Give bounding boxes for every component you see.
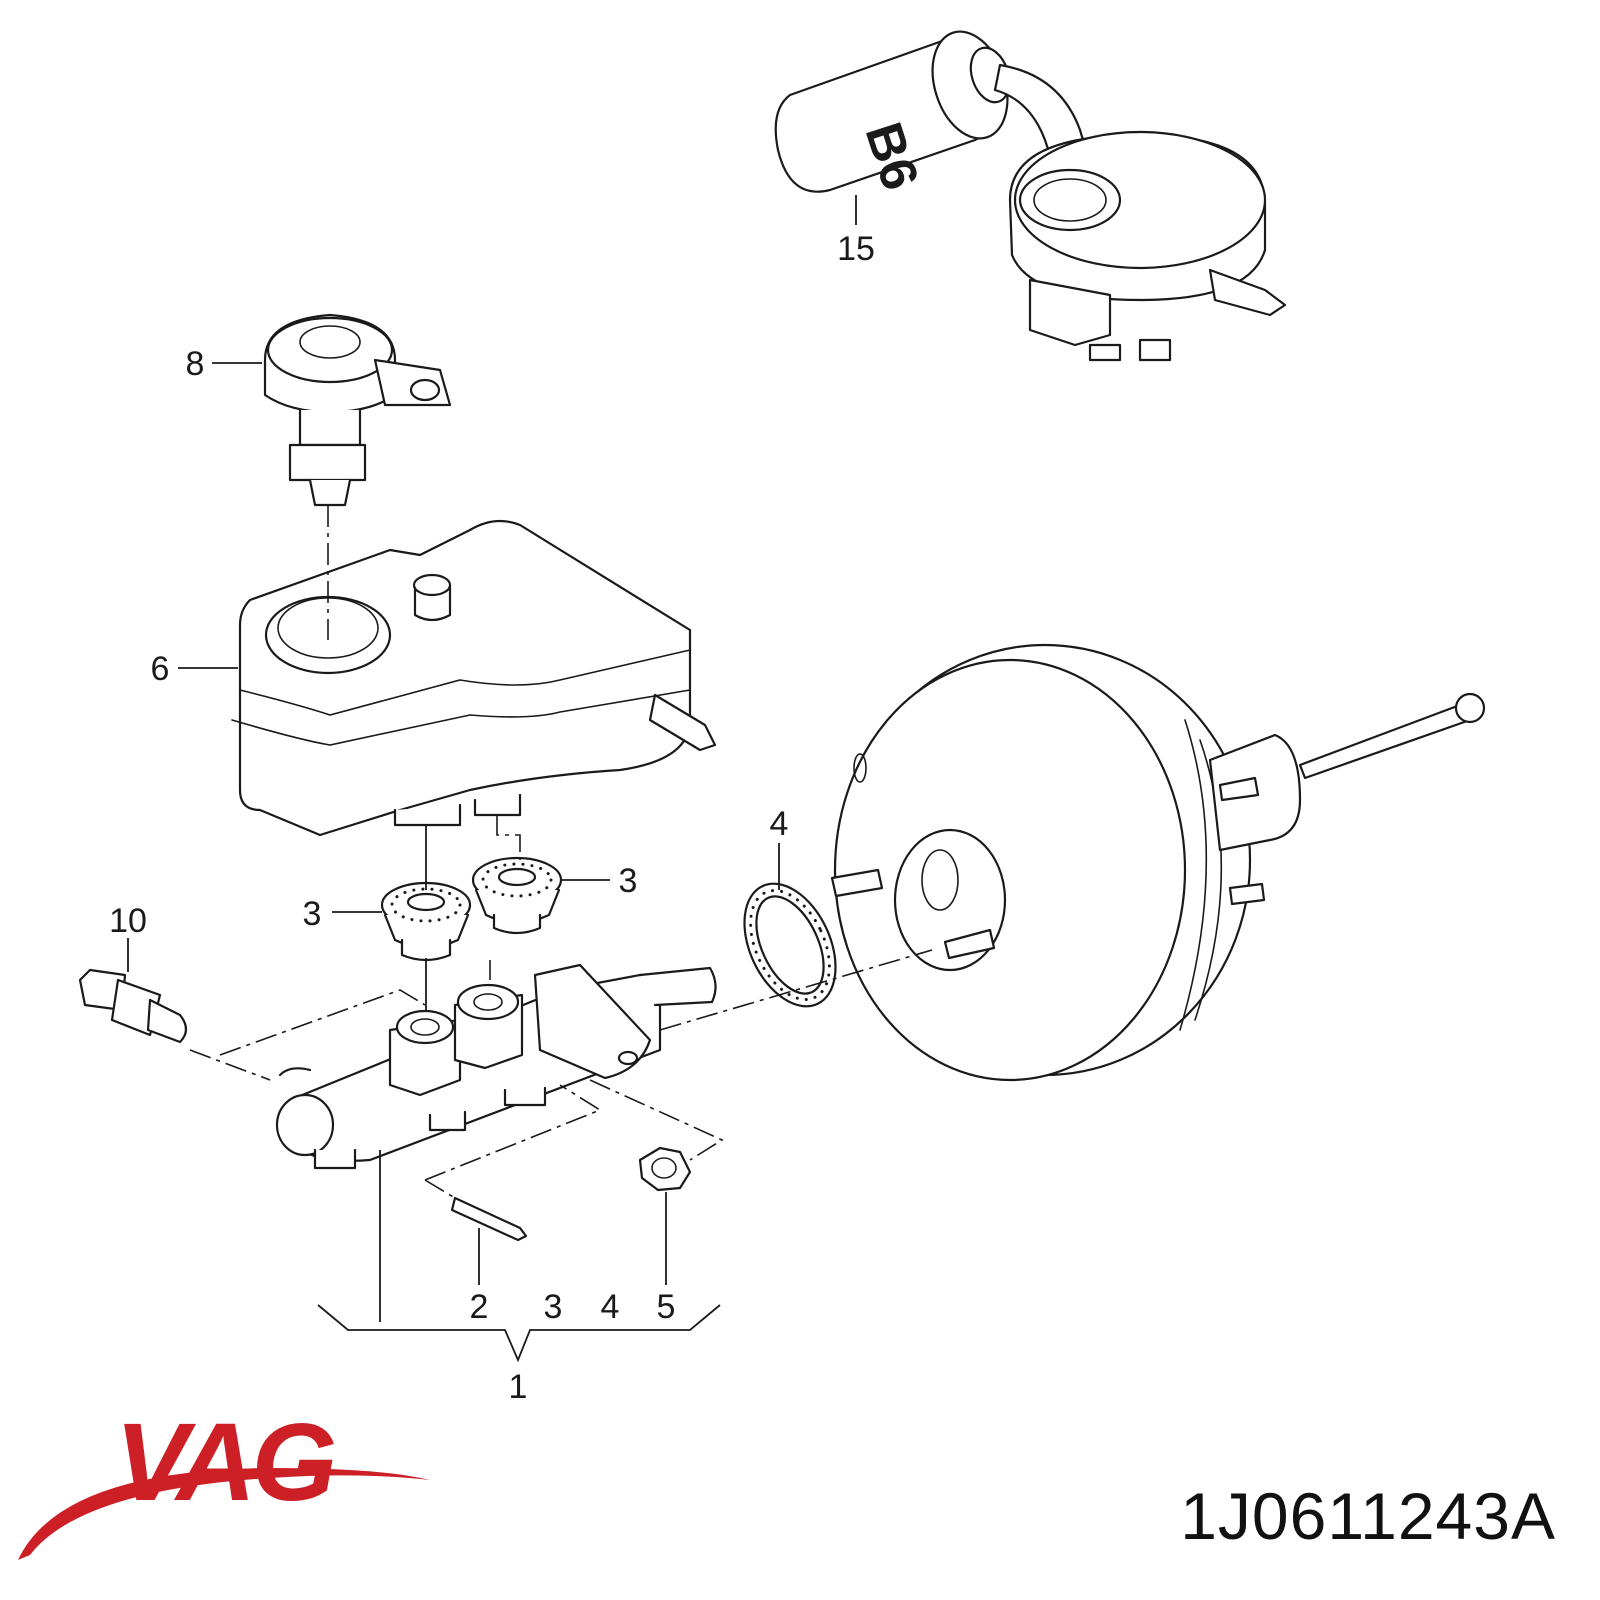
nut [638,1146,692,1192]
pin [450,1196,528,1242]
callout-15: 15 [837,230,875,268]
part-number: 1J0611243A [1180,1479,1556,1553]
callout-5: 5 [657,1288,676,1326]
brake-master-cylinder [275,963,717,1170]
callout-10: 10 [109,902,147,940]
callout-3-right: 3 [619,862,638,900]
gasket [743,882,837,1008]
vag-logo: VAG [18,1401,430,1560]
callout-2: 2 [470,1288,489,1326]
reservoir-seal-left [380,881,472,962]
callout-8: 8 [186,345,205,383]
callout-3-bottom: 3 [544,1288,563,1326]
callout-3-left: 3 [303,895,322,933]
brake-booster [830,643,1486,1082]
callout-labels: 15 8 6 3 3 4 10 2 3 4 5 1 [109,230,875,1406]
callout-1: 1 [509,1368,528,1406]
callout-4-bottom: 4 [601,1288,620,1326]
reservoir-cap-with-sensor [263,313,452,507]
brake-light-switch [78,968,188,1044]
callout-6: 6 [151,650,170,688]
vag-logo-icon [18,1468,430,1560]
callout-4: 4 [770,805,789,843]
brake-fluid-reservoir [231,519,717,837]
reservoir-seal-right [471,856,563,935]
assembly-lines [189,505,933,1199]
vacuum-reservoir-housing [1008,130,1287,362]
vag-logo-text: VAG [115,1401,335,1524]
leader-lines [127,195,857,1363]
